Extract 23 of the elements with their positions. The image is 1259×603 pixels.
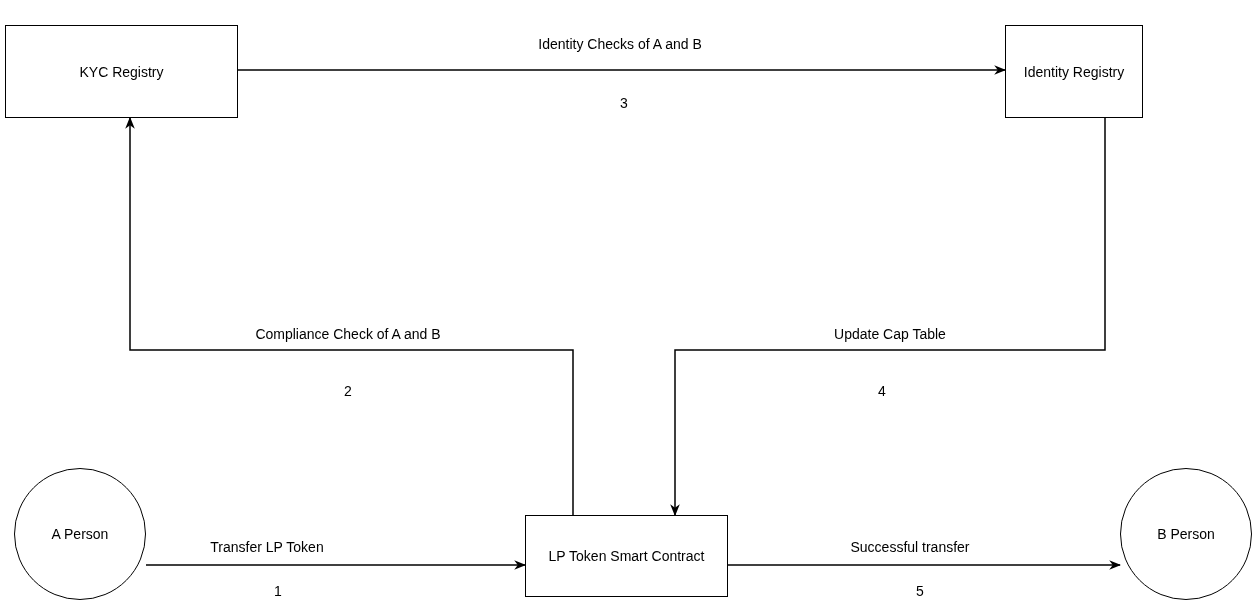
edge-label: Update Cap Table <box>834 326 946 342</box>
step-number: 5 <box>916 583 924 599</box>
arrow <box>237 65 1007 75</box>
node-label: B Person <box>1156 526 1216 542</box>
process-box <box>525 515 728 597</box>
node-label: A Person <box>50 526 110 542</box>
edge-label: Transfer LP Token <box>210 539 324 555</box>
node-label: LP Token Smart Contract <box>547 548 706 564</box>
arrow <box>727 560 1122 570</box>
arrow <box>145 560 527 570</box>
node-label: Identity Registry <box>1023 63 1125 80</box>
step-number: 3 <box>620 95 628 111</box>
process-box <box>5 25 238 118</box>
step-number: 2 <box>344 383 352 399</box>
edge-label: Compliance Check of A and B <box>255 326 441 342</box>
step-number: 4 <box>878 383 886 399</box>
node-label: KYC Registry <box>79 63 164 80</box>
step-number: 1 <box>274 583 282 599</box>
arrow <box>670 117 1106 517</box>
edge-label: Successful transfer <box>850 539 970 555</box>
process-box <box>1005 25 1143 118</box>
arrow <box>125 116 574 516</box>
edge-label: Identity Checks of A and B <box>538 36 702 52</box>
